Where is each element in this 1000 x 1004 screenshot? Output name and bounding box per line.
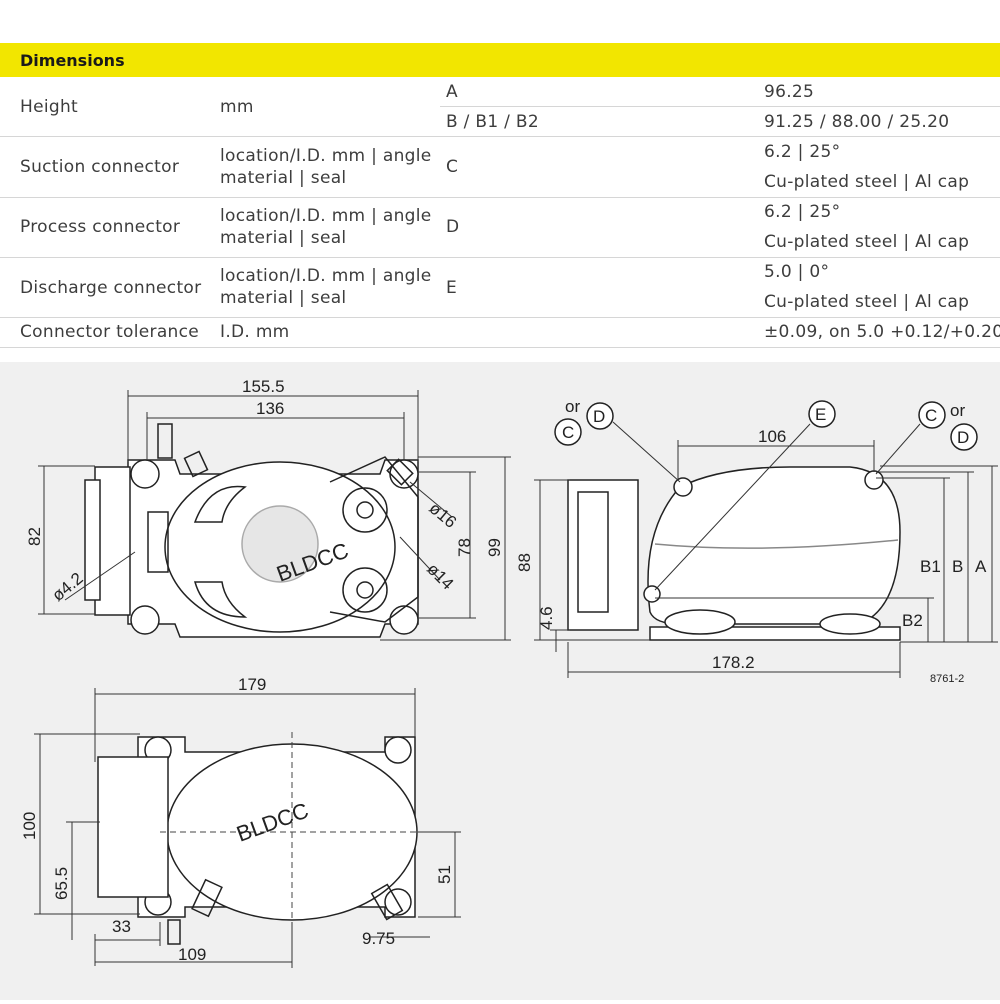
suction-label: Suction connector <box>20 157 180 177</box>
label-b: B <box>952 557 963 576</box>
callout-c-right: C <box>925 406 937 425</box>
height-label: Height <box>20 97 78 117</box>
process-unit-1: location/I.D. mm | angle <box>220 206 432 226</box>
dim-51: 51 <box>435 865 454 884</box>
process-label: Process connector <box>20 217 181 237</box>
dim-106: 106 <box>758 427 786 446</box>
or-right: or <box>950 401 965 420</box>
suction-unit-2: material | seal <box>220 168 347 188</box>
suction-key: C <box>446 157 459 177</box>
suction-value-1: 6.2 | 25° <box>764 142 841 162</box>
process-value-1: 6.2 | 25° <box>764 202 841 222</box>
bottom-view <box>97 736 418 945</box>
height-value-b: 91.25 / 88.00 / 25.20 <box>764 112 950 132</box>
height-value-a: 96.25 <box>764 82 815 102</box>
row-divider <box>0 197 1000 198</box>
dim-9-75: 9.75 <box>362 929 395 948</box>
callout-d-left: D <box>593 407 605 426</box>
row-divider <box>0 136 1000 137</box>
discharge-value-1: 5.0 | 0° <box>764 262 830 282</box>
row-divider <box>0 347 1000 348</box>
process-unit-2: material | seal <box>220 228 347 248</box>
height-sub-b: B / B1 / B2 <box>446 112 539 132</box>
callout-c-left: C <box>562 423 574 442</box>
dim-109: 109 <box>178 945 206 964</box>
label-b1: B1 <box>920 557 941 576</box>
label-b2: B2 <box>902 611 923 630</box>
callout-e: E <box>815 405 826 424</box>
dimensions-title: Dimensions <box>20 51 125 70</box>
dim-33: 33 <box>112 917 131 936</box>
tolerance-value: ±0.09, on 5.0 +0.12/+0.20 <box>764 322 1000 342</box>
drawing-number: 8761-2 <box>930 673 964 685</box>
bottom-view-centerlines <box>160 732 430 932</box>
top-view-dimension-lines <box>38 390 511 641</box>
dim-99: 99 <box>485 538 504 557</box>
dim-155-5: 155.5 <box>242 377 285 396</box>
tolerance-label: Connector tolerance <box>20 322 200 342</box>
side-view-dimension-lines <box>534 421 998 678</box>
dim-136: 136 <box>256 399 284 418</box>
process-key: D <box>446 217 460 237</box>
dim-179: 179 <box>238 675 266 694</box>
discharge-unit-2: material | seal <box>220 288 347 308</box>
bottom-view-dimension-lines <box>34 688 461 968</box>
tolerance-unit: I.D. mm <box>220 322 290 342</box>
discharge-unit-1: location/I.D. mm | angle <box>220 266 432 286</box>
row-divider <box>0 257 1000 258</box>
label-a: A <box>975 557 987 576</box>
suction-value-2: Cu-plated steel | Al cap <box>764 172 970 192</box>
process-value-2: Cu-plated steel | Al cap <box>764 232 970 252</box>
suction-unit-1: location/I.D. mm | angle <box>220 146 432 166</box>
side-view-labels: or C D E C or D 106 88 4.6 178.2 B1 B A … <box>515 397 987 685</box>
dimension-drawing: 155.5 136 82 78 99 ø16 ø14 ø4.2 BLDCC <box>0 362 1000 1000</box>
side-view <box>567 466 901 641</box>
top-view <box>84 423 419 638</box>
dim-78: 78 <box>455 538 474 557</box>
dim-88: 88 <box>515 553 534 572</box>
dimensions-header: Dimensions <box>0 43 1000 77</box>
discharge-key: E <box>446 278 458 298</box>
dim-100: 100 <box>20 812 39 840</box>
side-view-callouts <box>554 400 978 451</box>
row-divider <box>0 317 1000 318</box>
height-unit: mm <box>220 97 254 117</box>
dim-82: 82 <box>25 527 44 546</box>
or-left: or <box>565 397 580 416</box>
row-divider <box>440 106 1000 107</box>
discharge-label: Discharge connector <box>20 278 202 298</box>
dim-65-5: 65.5 <box>52 867 71 900</box>
dim-4-6: 4.6 <box>537 606 556 630</box>
discharge-value-2: Cu-plated steel | Al cap <box>764 292 970 312</box>
dim-178-2: 178.2 <box>712 653 755 672</box>
callout-d-right: D <box>957 428 969 447</box>
height-sub-a: A <box>446 82 458 102</box>
